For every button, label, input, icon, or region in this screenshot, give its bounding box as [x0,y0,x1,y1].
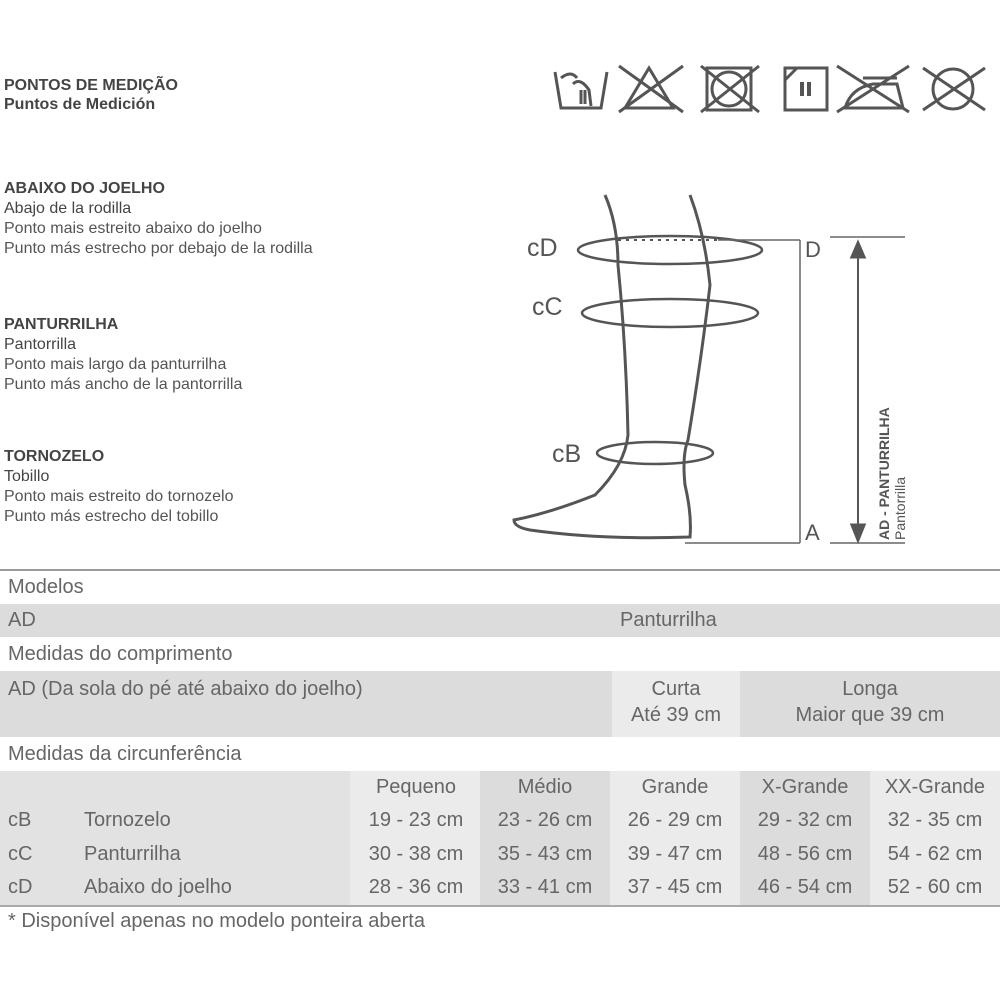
point-title-es: Pantorrilla [4,336,77,353]
row-name: Abaixo do joelho [84,876,232,898]
label-cD: cD [527,234,558,262]
leg-outline [512,194,712,540]
option-value: Maior que 39 cm [795,704,945,726]
size-value: 48 - 56 cm [757,842,853,865]
size-value: 33 - 41 cm [497,876,593,898]
size-value: 28 - 36 cm [368,876,464,898]
point-title: TORNOZELO [4,448,105,465]
option-name: Longa [842,678,898,700]
size-value: 37 - 45 cm [627,876,723,898]
point-desc-pt: Ponto mais estreito do tornozelo [4,488,234,505]
size-header: Pequeno [375,776,457,798]
size-header: Grande [641,776,709,798]
row-name: Tornozelo [84,809,171,831]
point-title-es: Abajo de la rodilla [4,200,132,217]
option-name: Curta [651,678,701,700]
point-desc-es: Punto más ancho de la pantorrilla [4,376,243,393]
leg-diagram [512,194,905,545]
page-title: PONTOS DE MEDIÇÃO Puntos de Medición [4,76,178,114]
point-desc-pt: Ponto mais estreito abaixo do joelho [4,220,262,237]
size-value: 46 - 54 cm [757,876,853,898]
point-title-es: Tobillo [4,468,50,485]
label-A: A [805,520,820,545]
title-pt: PONTOS DE MEDIÇÃO [4,77,178,94]
point-ankle: TORNOZELO Tobillo Ponto mais estreito do… [4,447,233,527]
length-label-pt: AD - PANTURRILHA [876,407,892,540]
size-column: Pequeno 19 - 23 cm 30 - 38 cm 28 - 36 cm [350,771,482,905]
divider [0,905,1000,907]
no-tumble-dry-icon [700,64,760,114]
row-code: cC [8,842,33,865]
length-label-es: Pantorrilla [892,476,908,540]
label-cC: cC [532,293,563,321]
size-value: 23 - 26 cm [497,809,593,831]
care-icons [553,64,986,114]
length-section-label: Medidas do comprimento [8,643,233,665]
size-value: 32 - 35 cm [887,809,983,831]
label-cB: cB [552,440,582,468]
length-desc: AD (Da sola do pé até abaixo do joelho) [8,678,363,700]
size-header: X-Grande [761,776,849,798]
divider [0,569,1000,571]
size-value: 54 - 62 cm [887,842,983,865]
title-es: Puntos de Medición [4,96,156,113]
size-column: X-Grande 29 - 32 cm 48 - 56 cm 46 - 54 cm [740,771,870,905]
model-code: AD [8,609,36,631]
circ-section-label: Medidas da circunferência [8,743,242,765]
length-label: AD - PANTURRILHA Pantorrilla [876,380,908,540]
row-name: Panturrilha [84,842,181,865]
no-dry-clean-icon [922,66,986,112]
option-value: Até 39 cm [630,704,722,726]
point-desc-es: Punto más estrecho por debajo de la rodi… [4,240,313,257]
size-value: 30 - 38 cm [368,842,464,865]
point-below-knee: ABAIXO DO JOELHO Abajo de la rodilla Pon… [4,179,313,259]
models-label: Modelos [8,576,84,598]
point-title: ABAIXO DO JOELHO [4,180,165,197]
label-D: D [805,237,821,262]
row-code: cD [8,876,33,898]
line-dry-shade-icon [783,66,829,112]
length-row: AD (Da sola do pé até abaixo do joelho) … [0,671,1000,737]
model-name: Panturrilha [620,609,717,631]
size-column: Médio 23 - 26 cm 35 - 43 cm 33 - 41 cm [480,771,610,905]
size-header: XX-Grande [884,776,986,798]
model-row: AD Panturrilha [0,604,1000,637]
point-desc-es: Punto más estrecho del tobillo [4,508,219,525]
point-title: PANTURRILHA [4,316,119,333]
point-desc-pt: Ponto mais largo da panturrilha [4,356,227,373]
size-value: 39 - 47 cm [627,842,723,865]
size-column: XX-Grande 32 - 35 cm 54 - 62 cm 52 - 60 cm [870,771,1000,905]
no-iron-icon [836,64,910,114]
size-column: Grande 26 - 29 cm 39 - 47 cm 37 - 45 cm [610,771,740,905]
point-calf: PANTURRILHA Pantorrilla Ponto mais largo… [4,315,242,395]
hand-wash-icon [553,71,609,110]
size-value: 29 - 32 cm [757,809,853,831]
size-value: 26 - 29 cm [627,809,723,831]
size-value: 19 - 23 cm [368,809,464,831]
footnote: * Disponível apenas no modelo ponteira a… [8,910,425,932]
size-value: 35 - 43 cm [497,842,593,865]
no-bleach-icon [618,64,684,114]
size-value: 52 - 60 cm [887,876,983,898]
size-header: Médio [517,776,573,798]
row-code: cB [8,809,32,831]
circ-table: Pequeno 19 - 23 cm 30 - 38 cm 28 - 36 cm Méd… [0,771,1000,905]
